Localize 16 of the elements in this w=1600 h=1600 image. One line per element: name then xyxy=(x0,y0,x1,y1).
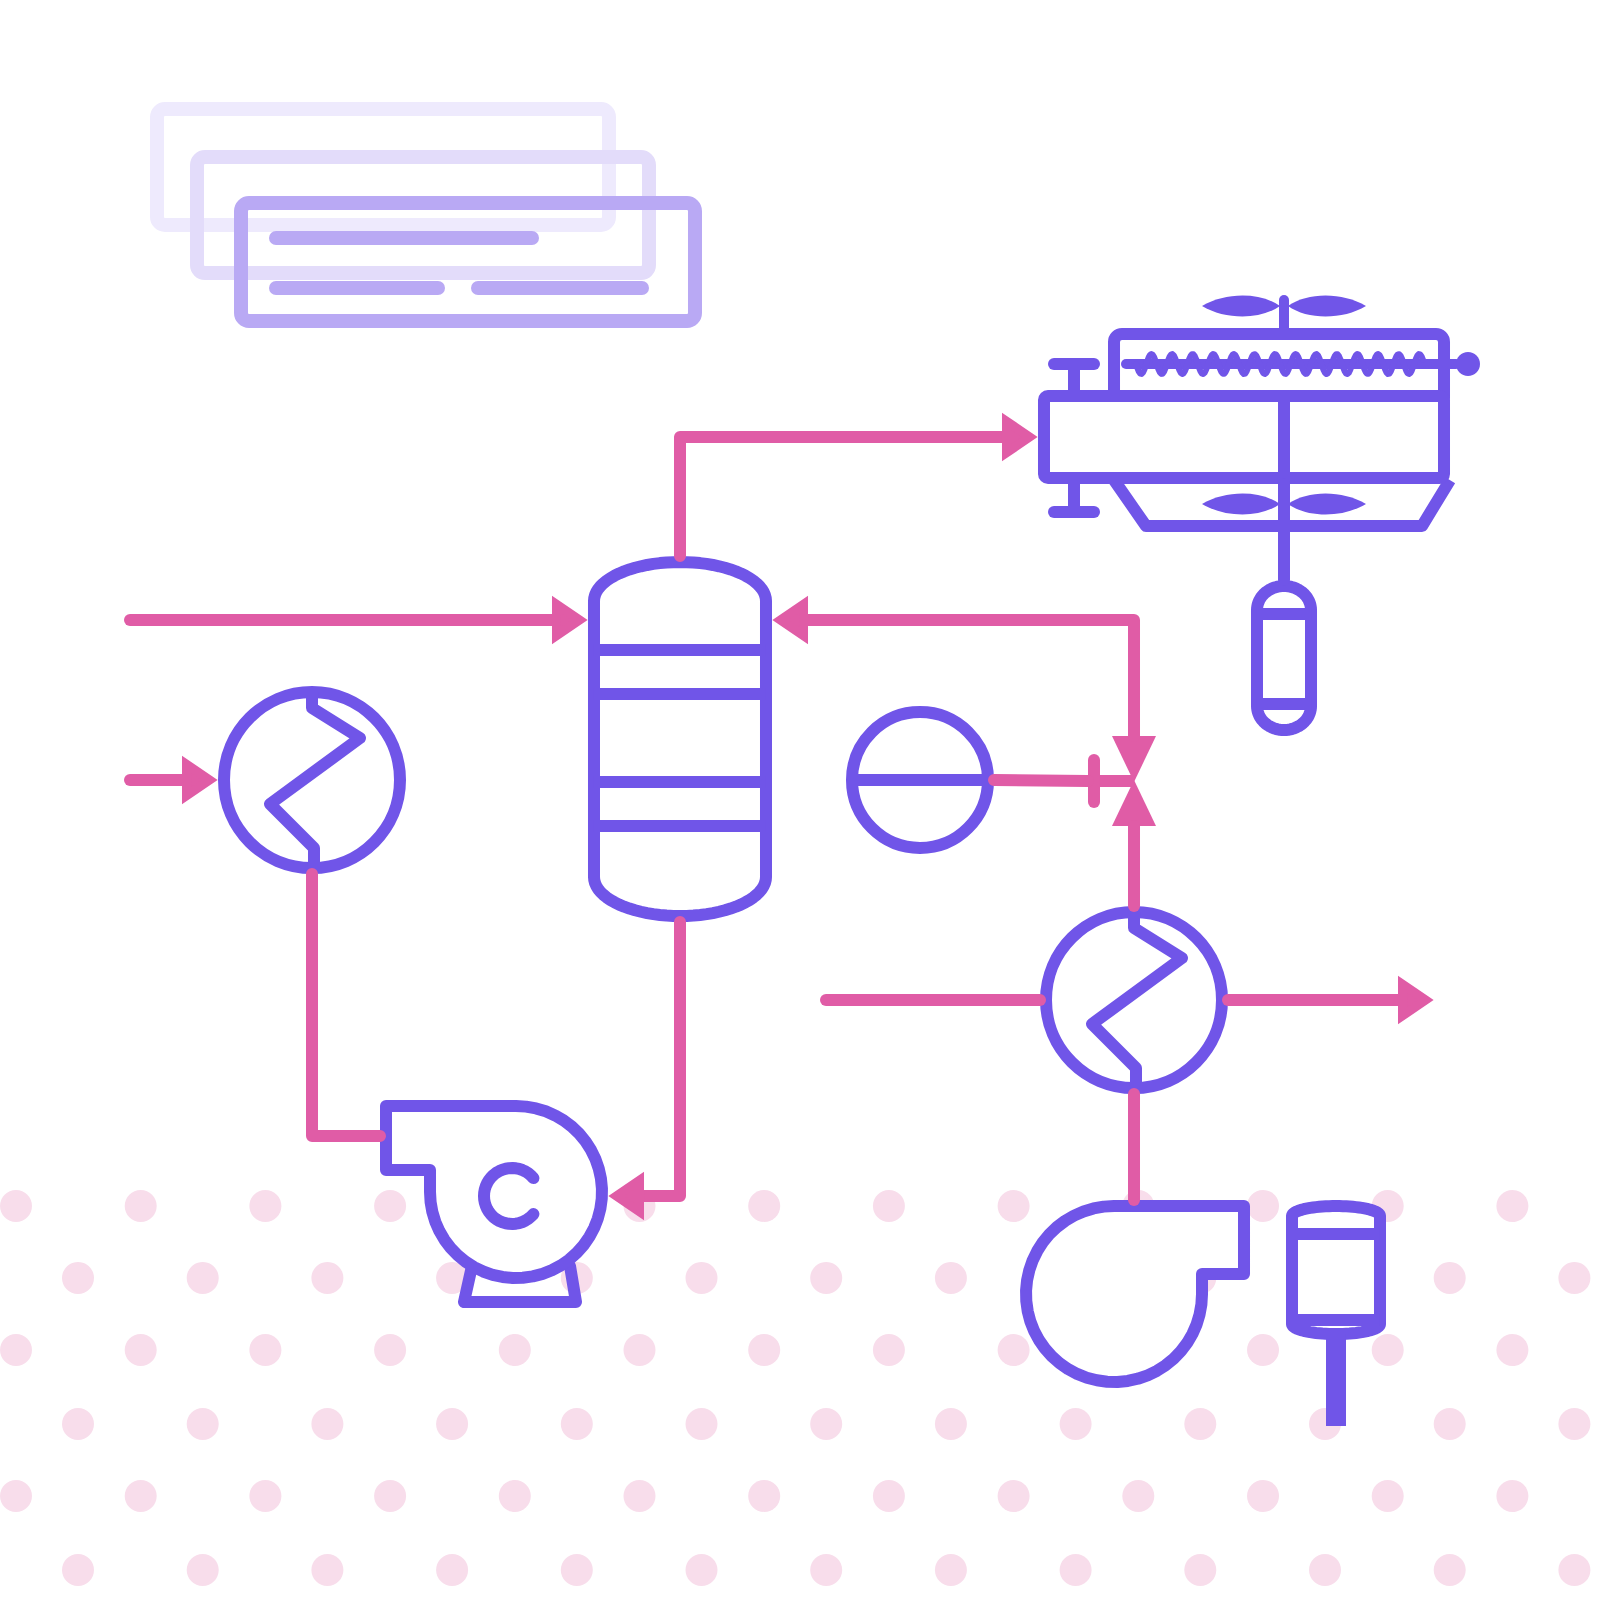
circle-symbol xyxy=(846,706,994,854)
connector-line xyxy=(988,774,1094,787)
cylinder-symbol xyxy=(1286,1200,1386,1426)
cylinder-symbol xyxy=(1251,580,1317,736)
connector-line xyxy=(1128,1088,1140,1206)
connector-line xyxy=(820,994,1046,1006)
machine-drawing xyxy=(1038,295,1480,532)
connector-line xyxy=(1278,478,1290,586)
pump-symbol xyxy=(1020,1200,1250,1388)
valve-symbol xyxy=(1088,736,1156,826)
heat-exchanger-symbol xyxy=(218,686,406,874)
compressor-symbol xyxy=(380,1100,608,1308)
heat-exchanger-symbol xyxy=(1040,906,1228,1094)
connector-line xyxy=(306,868,386,1142)
connector-line xyxy=(1128,820,1140,912)
column-vessel xyxy=(588,556,772,922)
